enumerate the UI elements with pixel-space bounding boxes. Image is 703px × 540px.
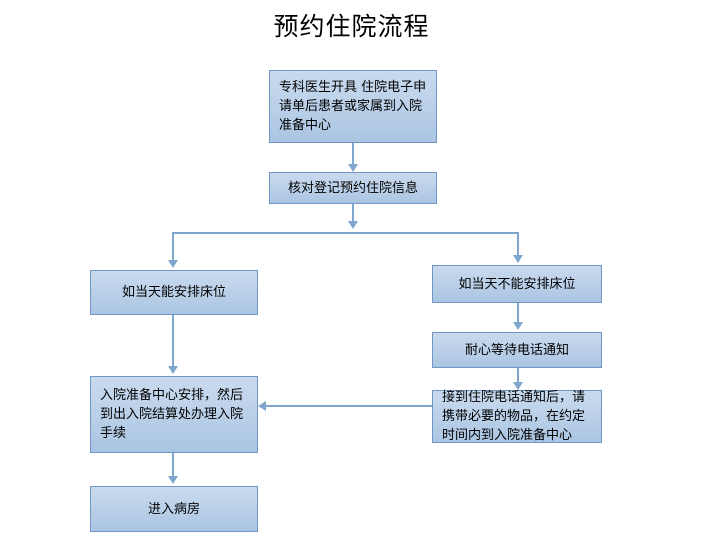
connector-n4-n5-arrow bbox=[513, 322, 523, 330]
connector-n5-n6-arrow bbox=[513, 382, 523, 390]
page-title: 预约住院流程 bbox=[273, 12, 430, 41]
flow-node-label: 耐心等待电话通知 bbox=[464, 342, 569, 358]
flow-node-label: 核对登记预约住院信息 bbox=[287, 180, 418, 196]
connector-n1-n2-arrow bbox=[348, 164, 358, 172]
connector-n6-n7-line bbox=[266, 405, 432, 407]
connector-n2-split-line bbox=[352, 204, 354, 223]
connector-n7-n8-arrow bbox=[168, 476, 178, 484]
connector-split-right-line bbox=[517, 232, 519, 257]
connector-n1-n2-line bbox=[352, 143, 354, 166]
flow-node-admission-center-arrange[interactable]: 入院准备中心安排，然后到出入院结算处办理入院手续 bbox=[90, 376, 258, 453]
flow-node-label: 进入病房 bbox=[147, 501, 200, 517]
connector-n4-n5-line bbox=[517, 303, 519, 324]
connector-split-bar bbox=[172, 232, 519, 234]
flow-node-label: 如当天能安排床位 bbox=[121, 285, 226, 300]
connector-n2-split-arrow bbox=[348, 221, 358, 229]
connector-n6-n7-arrow bbox=[258, 401, 266, 411]
connector-n3-n7-arrow bbox=[168, 366, 178, 374]
flow-node-enter-ward[interactable]: 进入病房 bbox=[90, 486, 258, 532]
connector-n5-n6-line bbox=[517, 368, 519, 384]
flow-node-bed-available[interactable]: 如当天能安排床位 bbox=[90, 270, 258, 315]
connector-n3-n7-line bbox=[172, 315, 174, 368]
flow-node-verify-registration[interactable]: 核对登记预约住院信息 bbox=[269, 172, 437, 204]
flow-node-label: 接到住院电话通知后，请携带必要的物品，在约定时间内到入院准备中心 bbox=[442, 390, 586, 443]
connector-split-right-arrow bbox=[513, 255, 523, 263]
connector-split-left-arrow bbox=[168, 260, 178, 268]
flow-node-specialist-application[interactable]: 专科医生开具 住院电子申请单后患者或家属到入院准备中心 bbox=[269, 70, 437, 143]
flow-node-bed-unavailable[interactable]: 如当天不能安排床位 bbox=[432, 265, 602, 303]
flow-node-label: 入院准备中心安排，然后到出入院结算处办理入院手续 bbox=[100, 388, 244, 441]
connector-split-left-line bbox=[172, 232, 174, 262]
flow-node-wait-phone-call[interactable]: 耐心等待电话通知 bbox=[432, 332, 602, 368]
connector-n7-n8-line bbox=[172, 453, 174, 478]
flow-node-arrive-on-schedule[interactable]: 接到住院电话通知后，请携带必要的物品，在约定时间内到入院准备中心 bbox=[432, 390, 602, 443]
flow-node-label: 如当天不能安排床位 bbox=[458, 276, 576, 292]
flow-node-label: 专科医生开具 住院电子申请单后患者或家属到入院准备中心 bbox=[279, 80, 427, 133]
